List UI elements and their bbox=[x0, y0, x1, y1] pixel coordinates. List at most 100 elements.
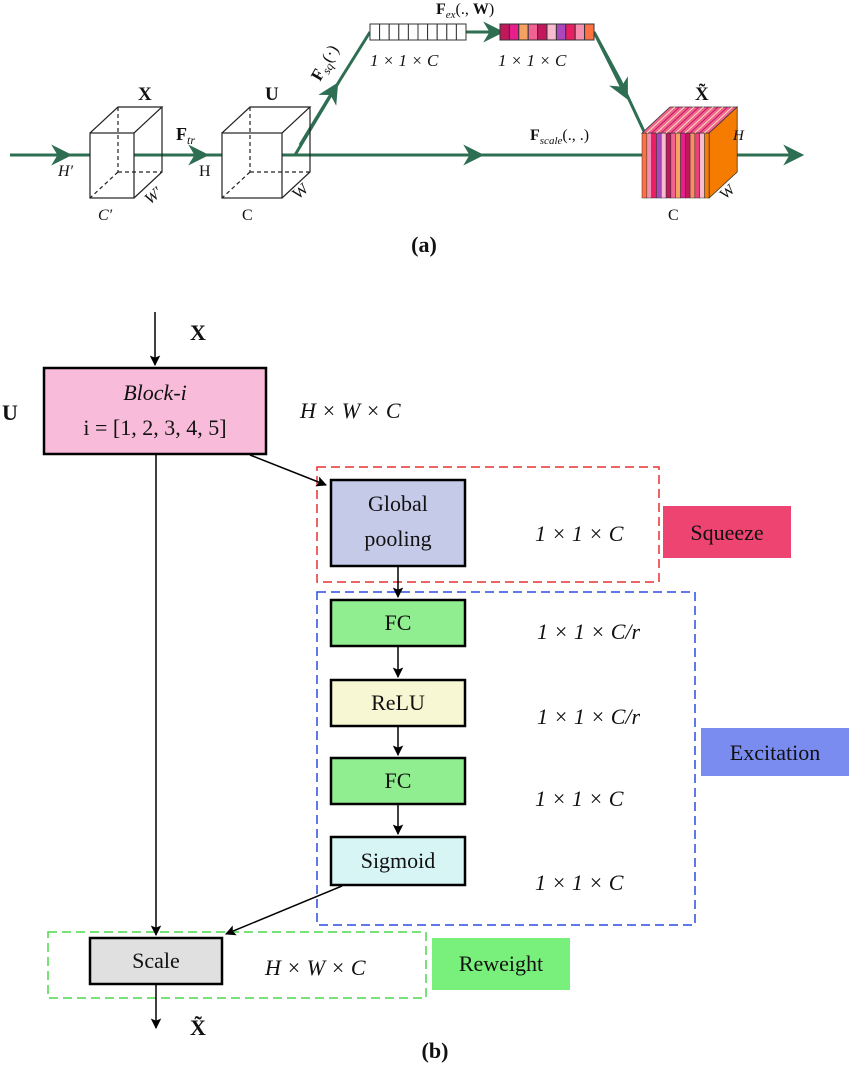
excite-label: Fex(., W) bbox=[436, 1, 494, 21]
output-top-line bbox=[694, 106, 724, 134]
global-pooling-box bbox=[329, 478, 467, 568]
block-i-box bbox=[42, 366, 268, 456]
sigmoid-box bbox=[329, 835, 467, 887]
u-w-label: W bbox=[290, 180, 313, 203]
output-slice bbox=[651, 132, 657, 199]
output-top-line bbox=[704, 106, 733, 134]
fc1-label: FC bbox=[385, 610, 412, 635]
block-to-pooling-arrow bbox=[249, 454, 327, 487]
output-slice bbox=[646, 132, 652, 199]
fc1-box bbox=[329, 598, 467, 648]
fc2-box bbox=[329, 756, 467, 806]
output-h-label: H bbox=[732, 128, 745, 144]
fc2-dims: 1 × 1 × C bbox=[535, 786, 624, 811]
global-pooling-dims: 1 × 1 × C bbox=[535, 521, 624, 546]
squeeze-cell bbox=[417, 23, 429, 41]
excite-cell bbox=[499, 23, 510, 41]
squeeze-vector-dims: 1 × 1 × C bbox=[370, 51, 439, 70]
excitation-tag-label: Excitation bbox=[730, 740, 820, 765]
squeeze-tag bbox=[663, 506, 791, 558]
transform-label: Ftr bbox=[176, 124, 195, 147]
part-a: X H′ C′ W′ Ftr U H C W Fsq(·) 1 × 1 × C … bbox=[10, 1, 805, 257]
output-top-line bbox=[675, 106, 704, 134]
output-top-line bbox=[670, 106, 700, 134]
squeeze-region bbox=[316, 466, 660, 583]
fc2-label: FC bbox=[385, 768, 412, 793]
excite-cell bbox=[508, 23, 520, 41]
excite-cell bbox=[574, 23, 586, 41]
u-cube-label: U bbox=[265, 84, 279, 105]
output-top-line bbox=[656, 106, 685, 134]
input-cube bbox=[89, 106, 164, 199]
output-slice bbox=[656, 132, 662, 199]
squeeze-cell bbox=[446, 23, 457, 41]
squeeze-cell bbox=[379, 23, 390, 41]
excite-cell bbox=[555, 23, 567, 41]
output-top-line bbox=[689, 106, 719, 134]
u-c-label: C bbox=[242, 207, 253, 224]
scale-label: Fscale(., .) bbox=[530, 127, 589, 147]
input-h-label: H′ bbox=[57, 163, 74, 180]
block-i-title: Block-i bbox=[123, 380, 187, 405]
squeeze-cell bbox=[398, 23, 409, 41]
part-b-caption: (b) bbox=[422, 1038, 449, 1063]
output-slice bbox=[694, 132, 700, 199]
excite-cell bbox=[527, 23, 539, 41]
u-h-label: H bbox=[199, 163, 211, 180]
block-i-range: i = [1, 2, 3, 4, 5] bbox=[83, 415, 226, 440]
output-side-face bbox=[708, 106, 738, 199]
part-a-caption: (a) bbox=[411, 232, 437, 257]
global-pooling-line2: pooling bbox=[364, 526, 431, 551]
reweight-tag bbox=[432, 938, 570, 990]
input-c-label: C′ bbox=[98, 207, 113, 224]
excitation-tag bbox=[701, 728, 849, 776]
output-slice bbox=[699, 132, 705, 199]
excite-cell bbox=[546, 23, 557, 41]
squeeze-cell bbox=[427, 23, 438, 41]
squeeze-cell bbox=[369, 23, 381, 41]
output-x-label: X̃ bbox=[190, 1015, 206, 1040]
output-top-line bbox=[699, 106, 728, 134]
excite-cell bbox=[565, 23, 576, 41]
excite-cell bbox=[518, 23, 529, 41]
output-top-line bbox=[660, 106, 690, 134]
relu-label: ReLU bbox=[371, 690, 425, 715]
output-cube bbox=[640, 106, 739, 199]
fc1-dims: 1 × 1 × C/r bbox=[537, 619, 640, 644]
squeeze-cell bbox=[407, 23, 419, 41]
u-side-label: U bbox=[2, 400, 18, 425]
input-cube-label: X bbox=[138, 84, 152, 105]
excite-vector bbox=[499, 23, 595, 41]
squeeze-tag-label: Squeeze bbox=[690, 520, 763, 545]
excite-cell bbox=[584, 23, 595, 41]
output-top-line bbox=[651, 106, 680, 134]
block-i-dims: H × W × C bbox=[299, 398, 401, 423]
u-cube bbox=[221, 106, 312, 199]
input-x-label: X bbox=[190, 320, 206, 345]
squeeze-vector bbox=[369, 23, 467, 41]
squeeze-cell bbox=[455, 23, 467, 41]
global-pooling-line1: Global bbox=[368, 491, 428, 516]
reweight-region bbox=[47, 931, 427, 999]
output-slice bbox=[641, 132, 648, 199]
part-b: X U Block-i i = [1, 2, 3, 4, 5] H × W × … bbox=[2, 312, 849, 1063]
output-c-label: C bbox=[668, 207, 679, 224]
scale-label-b: Scale bbox=[132, 948, 180, 973]
scale-dims: H × W × C bbox=[264, 955, 366, 980]
output-slice bbox=[670, 132, 676, 199]
sigmoid-to-scale-arrow bbox=[225, 885, 343, 936]
output-top-line bbox=[680, 106, 709, 134]
squeeze-cell bbox=[388, 23, 400, 41]
excite-cell bbox=[537, 23, 548, 41]
output-slice bbox=[689, 132, 696, 199]
output-slice bbox=[704, 132, 710, 199]
excite-vector-dims: 1 × 1 × C bbox=[498, 51, 567, 70]
sigmoid-label: Sigmoid bbox=[361, 848, 436, 873]
output-slice bbox=[660, 132, 667, 199]
sigmoid-dims: 1 × 1 × C bbox=[535, 870, 624, 895]
excitation-region bbox=[316, 591, 696, 926]
scale-box bbox=[88, 936, 224, 986]
output-top-line bbox=[665, 106, 695, 134]
reweight-tag-label: Reweight bbox=[459, 951, 543, 976]
